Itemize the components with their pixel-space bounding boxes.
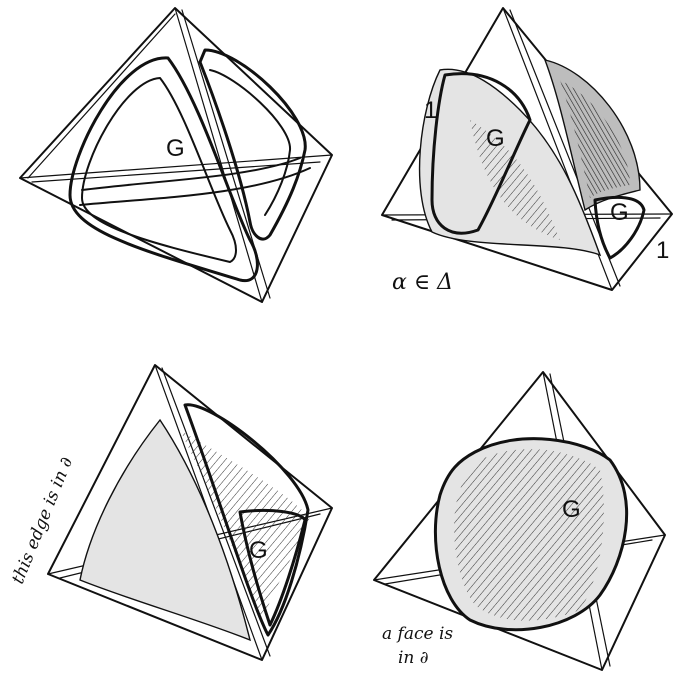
label-one-right: 1 bbox=[656, 237, 669, 264]
panel-bottom-left: G this edge is in ∂ bbox=[8, 365, 332, 660]
caption-face-line-1: a face is bbox=[382, 624, 453, 644]
ball-surface bbox=[435, 439, 626, 630]
membrane-surface bbox=[420, 60, 644, 258]
caption-alpha-in-delta: α ∈ Δ bbox=[392, 270, 453, 295]
label-G: G bbox=[562, 496, 581, 523]
label-G-left: G bbox=[486, 125, 505, 152]
label-G: G bbox=[249, 537, 268, 564]
cone-surface bbox=[80, 405, 310, 640]
label-one-left: 1 bbox=[424, 97, 437, 124]
panel-top-right: 1 G G 1 α ∈ Δ bbox=[382, 8, 672, 295]
panel-top-left: G bbox=[20, 8, 332, 302]
label-G: G bbox=[166, 135, 185, 162]
caption-edge-in-boundary: this edge is in ∂ bbox=[8, 454, 77, 586]
caption-face-line-2: in ∂ bbox=[398, 648, 429, 668]
label-G-right: G bbox=[610, 199, 629, 226]
panel-bottom-right: G a face is in ∂ bbox=[374, 372, 665, 670]
